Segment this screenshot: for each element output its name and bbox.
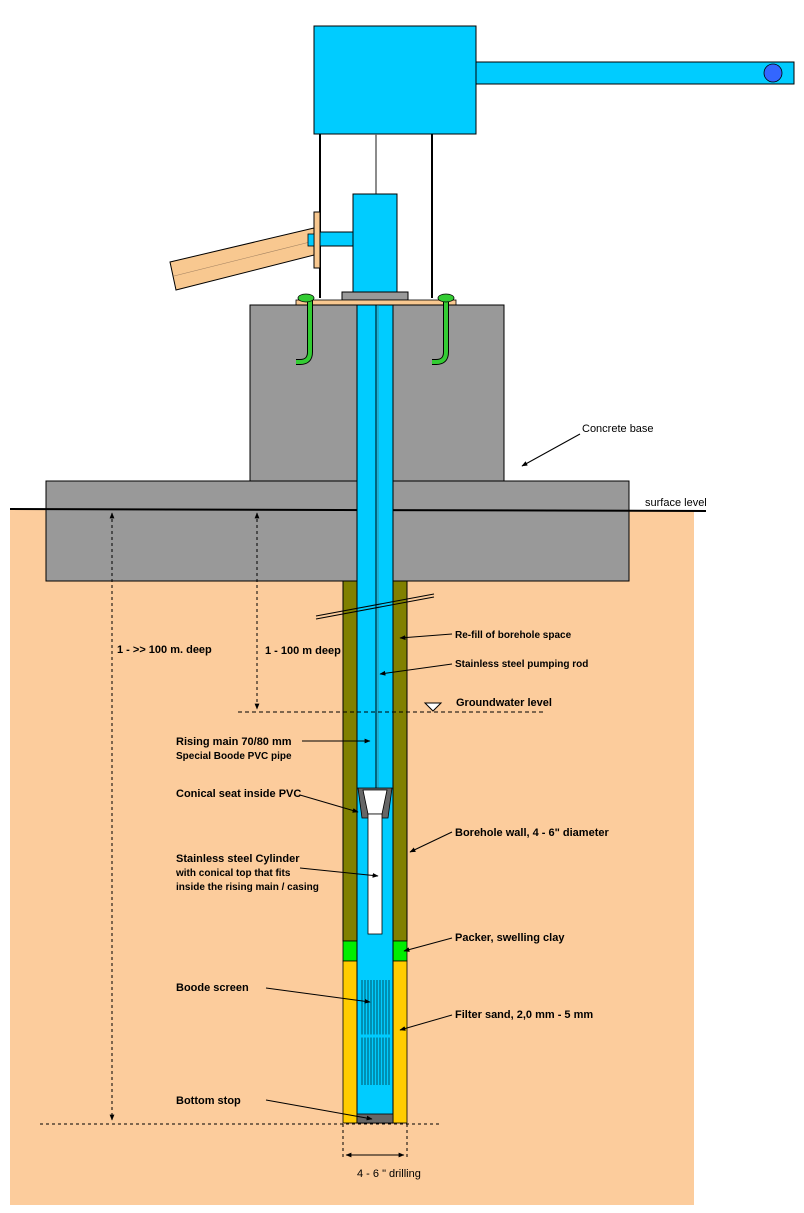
bolt-head-right <box>437 293 455 303</box>
label-cylinder-2: with conical top that fits <box>175 868 291 879</box>
filter-sand-right <box>392 960 408 1124</box>
label-packer: Packer, swelling clay <box>455 932 565 944</box>
pump-body <box>352 193 398 293</box>
label-pumping-rod: Stainless steel pumping rod <box>455 659 588 670</box>
packer-left <box>342 940 358 962</box>
leader-filter-sand <box>399 1014 453 1031</box>
label-conical-seat: Conical seat inside PVC <box>176 788 301 800</box>
handle-pivot <box>319 231 355 247</box>
pump-head <box>313 25 477 135</box>
label-groundwater: Groundwater level <box>456 697 552 709</box>
stainless-cylinder <box>367 813 383 935</box>
leader-cylinder <box>299 867 379 878</box>
rising-main-pipe <box>356 304 394 1124</box>
label-boode-screen: Boode screen <box>176 982 249 994</box>
label-surface-level: surface level <box>645 497 707 509</box>
anchor-bolt-right-fill <box>432 298 448 364</box>
label-depth-water: 1 - 100 m deep <box>265 645 341 657</box>
anchor-bolt-left-fill <box>296 298 312 364</box>
leader-bottom-stop <box>265 1099 373 1121</box>
label-depth-total: 1 - >> 100 m. deep <box>117 644 212 656</box>
section-break-mark-2 <box>315 596 435 620</box>
pump-handle <box>169 227 319 291</box>
label-cylinder-1: Stainless steel Cylinder <box>176 853 300 865</box>
bottom-stop <box>356 1113 394 1124</box>
concrete-slab <box>45 480 630 582</box>
pump-lever-arm <box>475 61 795 85</box>
leader-pumping-rod <box>379 663 453 676</box>
leader-conical-seat <box>299 794 359 813</box>
leader-borehole-wall <box>409 831 453 853</box>
lever-knob-icon <box>763 63 783 83</box>
label-cylinder-3: inside the rising main / casing <box>176 882 319 893</box>
leader-packer <box>403 937 453 952</box>
handle-bracket <box>313 211 321 269</box>
section-break-mark <box>315 593 435 617</box>
base-plate <box>295 299 457 306</box>
label-borehole-wall: Borehole wall, 4 - 6" diameter <box>455 827 609 839</box>
pivot-cap <box>307 233 315 247</box>
label-bottom-stop: Bottom stop <box>176 1095 241 1107</box>
label-rising-main-1: Rising main 70/80 mm <box>176 736 292 748</box>
bolt-head-left <box>297 293 315 303</box>
label-refill: Re-fill of borehole space <box>455 630 572 641</box>
leader-refill <box>399 633 453 640</box>
label-concrete-base: Concrete base <box>582 423 654 435</box>
boode-screen <box>361 980 390 1085</box>
label-filter-sand: Filter sand, 2,0 mm - 5 mm <box>455 1009 593 1021</box>
groundwater-triangle-icon <box>423 702 443 712</box>
filter-sand-left <box>342 960 358 1124</box>
handle-grain <box>173 240 315 277</box>
pump-flange <box>341 291 409 301</box>
leader-boode-screen <box>265 987 371 1004</box>
label-rising-main-2: Special Boode PVC pipe <box>176 751 292 762</box>
label-drilling: 4 - 6 " drilling <box>357 1168 421 1180</box>
leader-concrete-base <box>521 433 581 467</box>
